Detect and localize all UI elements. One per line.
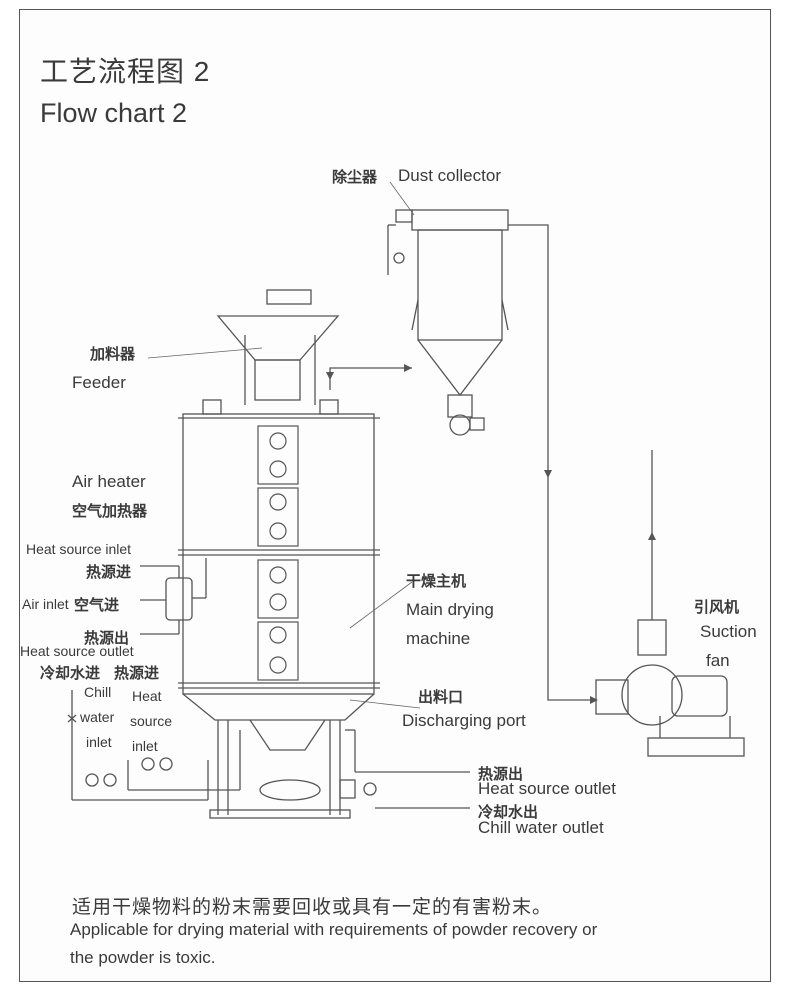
gas-path [329,224,653,701]
caption-en-line2: the powder is toxic. [70,948,216,967]
bottom-chill-out-cn: 冷却水出 [478,804,539,821]
bottom-heat-out-cn: 热源出 [478,766,524,783]
outlet-piping [345,729,470,809]
air-heater-drawing [140,558,207,635]
main-drying-en2: machine [406,629,471,648]
inlet-en: inlet [86,734,112,750]
feeder-cn: 加料器 [90,346,136,363]
inlet-piping [67,690,241,801]
suction-fan-en1: Suction [700,622,757,641]
flow-arrows [326,364,656,704]
discharging-en: Discharging port [402,711,526,730]
chill-en: Chill [84,684,112,700]
main-drying-en1: Main drying [406,600,494,619]
suction-fan-drawing [595,619,745,757]
air-inlet-en: Air inlet [22,596,69,612]
air-heater-en: Air heater [72,472,146,491]
water-en: water [80,709,115,725]
heat-source-inlet-en: Heat source inlet [26,541,132,557]
main-dryer-drawing [178,289,380,819]
dryer-ports [257,425,299,681]
diagram-frame [19,9,771,982]
caption-en-line1: Applicable for drying material with requ… [70,920,598,939]
inlet2-en: inlet [132,738,158,754]
main-drying-cn: 干燥主机 [406,573,467,590]
dust-collector-en: Dust collector [398,166,501,185]
chill-water-inlet-cn: 冷却水进 [40,665,101,682]
heat-source-inlet-cn: 热源进 [86,564,132,581]
suction-fan-en2: fan [706,651,730,670]
caption-cn: 适用干燥物料的粉末需要回收或具有一定的有害粉末。 [72,897,553,918]
dust-collector-drawing [387,209,509,436]
heat-source-outlet-en: Heat source outlet [20,643,134,659]
heat-source-outlet-cn: 热源出 [84,630,130,647]
source-en: source [130,713,173,729]
heat-source-in-cn: 热源进 [114,665,160,682]
leader-lines [147,181,421,709]
dust-collector-cn: 除尘器 [332,169,378,186]
heat-en: Heat [132,688,162,704]
air-inlet-cn: 空气进 [74,597,120,614]
title-en: Flow chart 2 [40,98,188,128]
discharging-cn: 出料口 [418,689,464,706]
title-cn: 工艺流程图 2 [40,56,211,87]
air-heater-cn: 空气加热器 [72,503,148,520]
suction-fan-cn: 引风机 [694,599,740,616]
bottom-chill-out-en: Chill water outlet [478,818,604,837]
bottom-heat-out-en: Heat source outlet [478,779,616,798]
feeder-en: Feeder [72,373,126,392]
